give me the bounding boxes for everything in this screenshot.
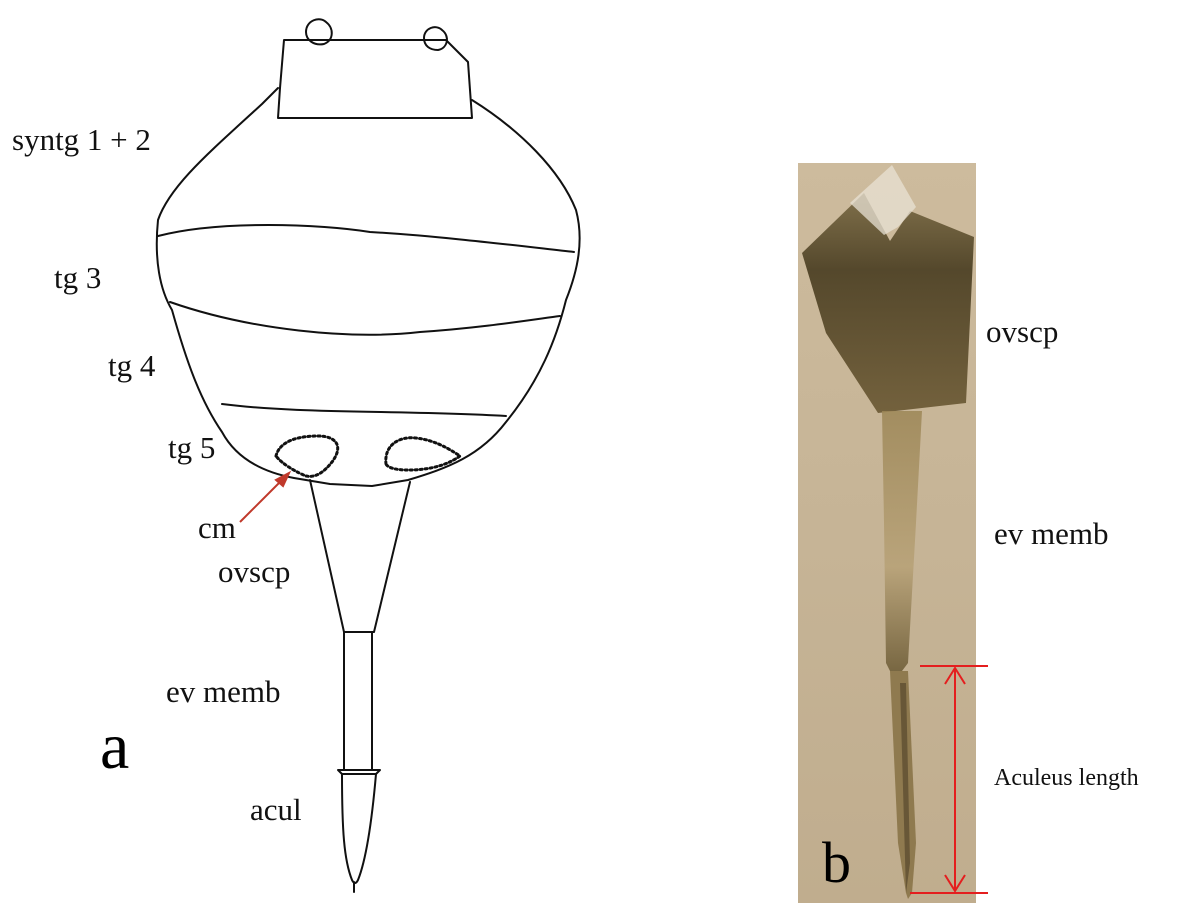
label-ev-memb-b: ev memb (994, 518, 1109, 549)
label-aculeus-length: Aculeus length (994, 766, 1139, 790)
panel-b-letter: b (822, 834, 851, 892)
label-ovscp-b: ovscp (986, 316, 1058, 347)
